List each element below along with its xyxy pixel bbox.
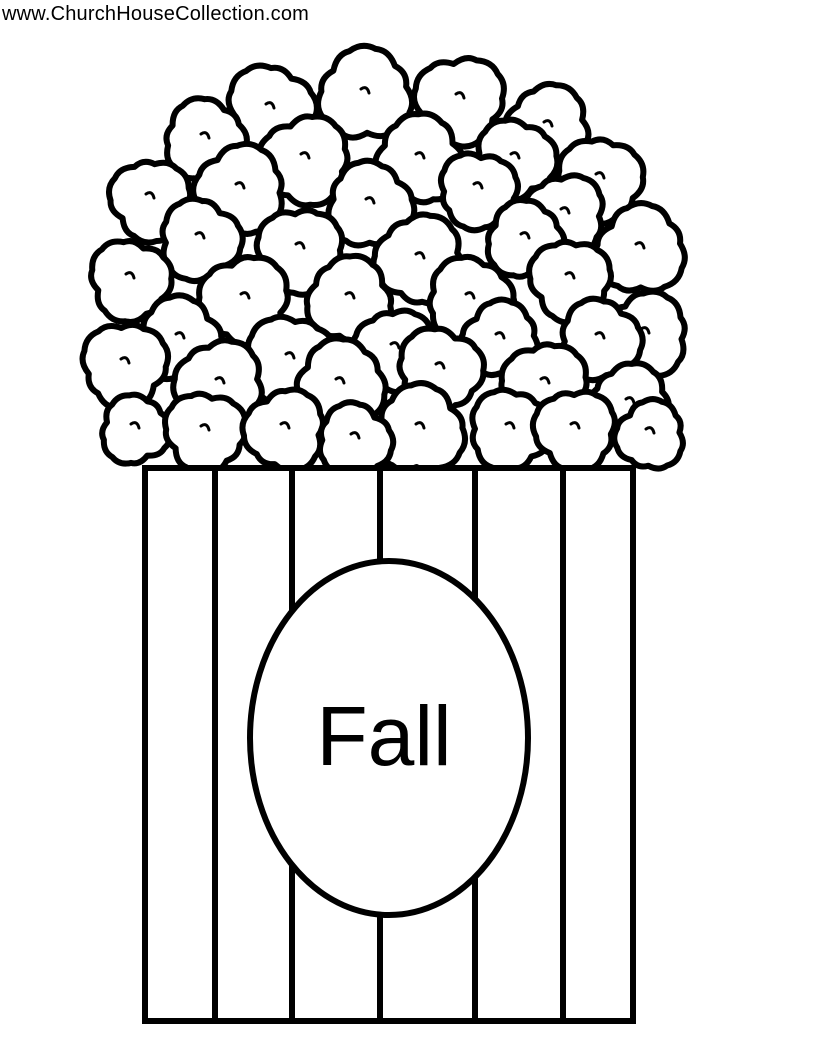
popcorn-detail [509, 151, 521, 160]
popcorn-detail [129, 421, 141, 430]
popcorn-detail [644, 426, 656, 435]
popcorn-detail [594, 171, 606, 180]
popcorn-detail [594, 331, 606, 340]
popcorn-kernel [315, 42, 416, 141]
popcorn-kernel [79, 321, 172, 413]
popcorn-detail [144, 191, 156, 200]
popcorn-detail [519, 231, 531, 240]
popcorn-detail [174, 331, 186, 340]
popcorn-bucket-icon [142, 465, 636, 1024]
popcorn-detail [564, 271, 576, 280]
popcorn-detail [472, 181, 484, 190]
popcorn-detail [504, 421, 516, 430]
popcorn-detail [284, 351, 296, 360]
popcorn-detail [414, 151, 426, 160]
popcorn-detail [214, 376, 226, 385]
popcorn-detail [124, 271, 136, 280]
popcorn-detail [344, 291, 356, 300]
popcorn-kernel [239, 386, 326, 475]
popcorn-detail [539, 376, 551, 385]
popcorn-detail [389, 341, 401, 350]
popcorn-detail [334, 376, 346, 385]
popcorn-detail [199, 423, 211, 432]
popcorn-detail [359, 86, 371, 95]
bucket-label: Fall [316, 689, 451, 783]
popcorn-kernel [529, 388, 618, 476]
popcorn-detail [239, 291, 251, 300]
popcorn-kernel [88, 238, 175, 325]
popcorn-detail [494, 331, 506, 340]
popcorn-detail [234, 181, 246, 190]
popcorn-detail [434, 361, 446, 370]
popcorn-detail [299, 151, 311, 160]
label-oval [247, 558, 531, 918]
popcorn-detail [542, 119, 554, 128]
popcorn-detail [634, 241, 646, 250]
popcorn-kernel [99, 391, 174, 467]
popcorn-detail [569, 421, 581, 430]
popcorn-kernel [162, 390, 250, 478]
popcorn-detail [264, 101, 276, 110]
popcorn-detail [199, 131, 211, 140]
popcorn-detail [349, 431, 361, 440]
popcorn-detail [119, 356, 131, 365]
popcorn-detail [414, 251, 426, 260]
popcorn-kernels-icon [79, 42, 688, 479]
popcorn-detail [454, 91, 466, 100]
popcorn-detail [559, 206, 571, 215]
popcorn-detail [294, 241, 306, 250]
popcorn-kernel [611, 396, 686, 472]
popcorn-kernel [316, 399, 397, 479]
popcorn-detail [364, 196, 376, 205]
popcorn-detail [194, 231, 206, 240]
site-url: www.ChurchHouseCollection.com [2, 3, 310, 25]
popcorn-detail [279, 421, 291, 430]
popcorn-detail [624, 396, 636, 405]
popcorn-detail [414, 421, 426, 430]
popcorn-detail [464, 291, 476, 300]
